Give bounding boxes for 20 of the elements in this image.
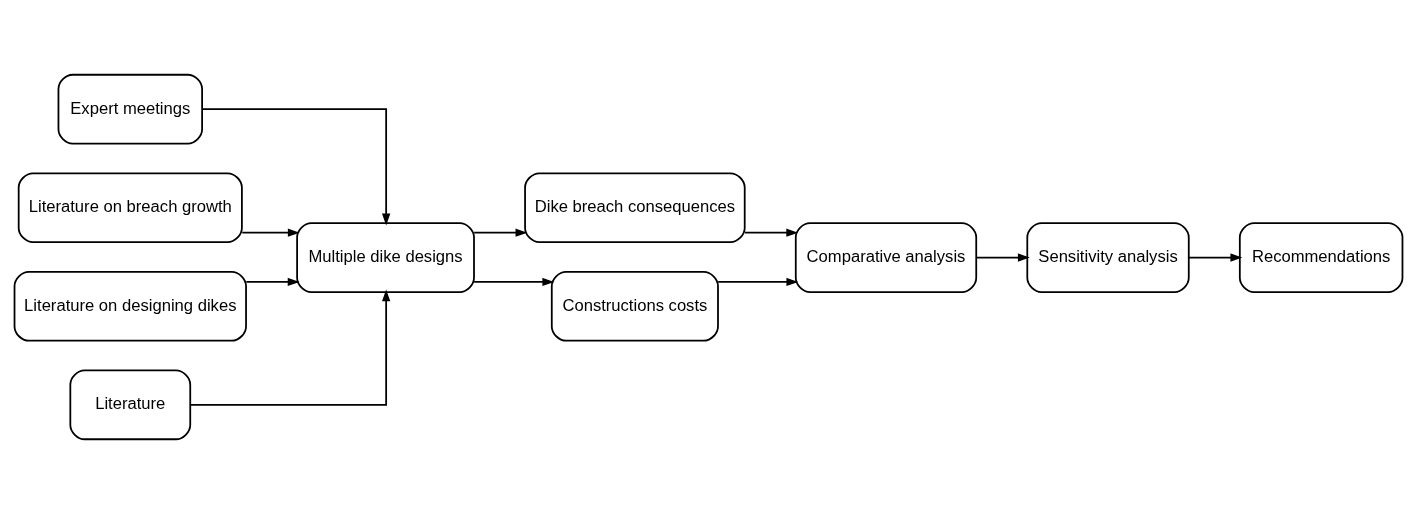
- arrow: [201, 108, 391, 226]
- node-box: Sensitivity analysis: [1026, 222, 1190, 293]
- arrow: [717, 277, 799, 287]
- node-box: Literature: [69, 369, 192, 441]
- node-box: Literature on breach growth: [17, 172, 243, 244]
- node-box: Constructions costs: [550, 270, 719, 342]
- node-box: Recommendations: [1238, 222, 1404, 293]
- node-box: Literature on designing dikes: [13, 270, 247, 342]
- arrow: [241, 228, 300, 237]
- node-box: Dike breach consequences: [524, 172, 746, 244]
- node-box: Expert meetings: [57, 73, 203, 145]
- arrow: [1188, 253, 1243, 262]
- node-box: Multiple dike designs: [296, 222, 475, 293]
- arrow: [473, 277, 555, 287]
- arrow: [189, 289, 391, 406]
- node-box: Comparative analysis: [794, 222, 978, 293]
- arrow: [473, 228, 528, 237]
- arrow: [975, 253, 1030, 262]
- arrow: [245, 277, 300, 287]
- arrow: [744, 228, 799, 237]
